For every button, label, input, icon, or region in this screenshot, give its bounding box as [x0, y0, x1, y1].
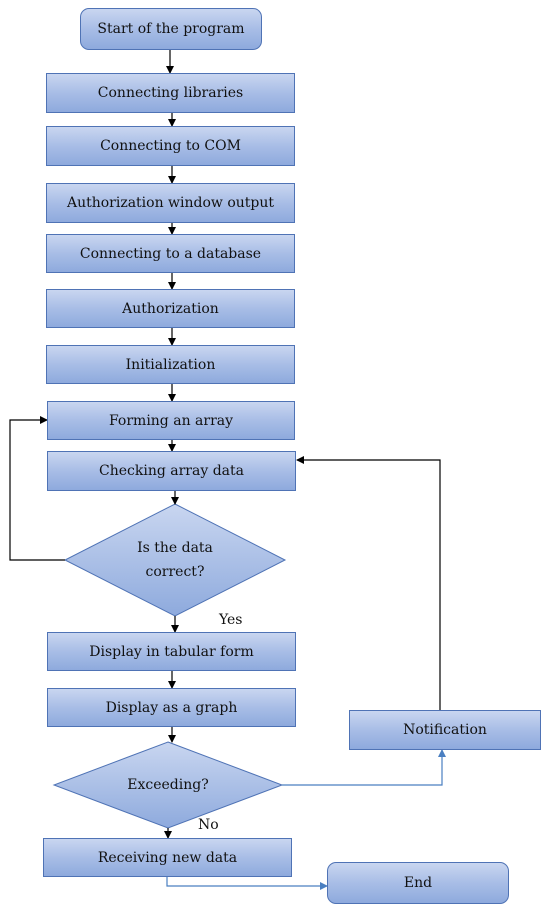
end-node: End — [327, 862, 509, 904]
start-node: Start of the program — [80, 8, 262, 50]
authorization-node: Authorization — [46, 289, 295, 328]
decision-exceed-label: Exceeding? — [127, 777, 209, 793]
connecting-com-node: Connecting to COM — [46, 126, 295, 166]
tabular-display-node: Display in tabular form — [47, 632, 296, 671]
arrow-receiving-end — [166, 877, 328, 890]
authorization-window-node: Authorization window output — [46, 183, 295, 223]
arrow-loop-forming — [9, 416, 65, 561]
receiving-data-node: Receiving new data — [43, 838, 292, 877]
yes-label: Yes — [219, 612, 243, 628]
graph-display-node: Display as a graph — [47, 688, 296, 727]
arrow-notification-checking — [296, 456, 441, 710]
arrow-exceed-notification — [282, 749, 446, 786]
no-label: No — [198, 817, 219, 833]
notification-node: Notification — [349, 710, 541, 750]
forming-array-node: Forming an array — [47, 401, 295, 440]
decision-data-line2: correct? — [145, 564, 205, 580]
checking-array-node: Checking array data — [47, 451, 296, 491]
connecting-database-node: Connecting to a database — [46, 234, 295, 273]
decision-data-line1: Is the data — [137, 540, 213, 556]
decision-data-label: Is the data correct? — [105, 536, 245, 584]
connecting-libraries-node: Connecting libraries — [46, 73, 295, 113]
initialization-node: Initialization — [46, 345, 295, 384]
